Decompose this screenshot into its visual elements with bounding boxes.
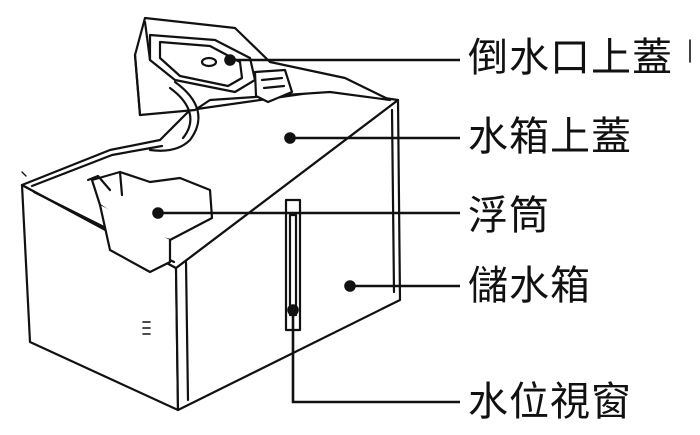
leader-dot-0 — [224, 54, 236, 66]
leader-line-4 — [291, 310, 460, 404]
leader-dot-3 — [344, 280, 356, 292]
label-tank-lid: 水箱上蓋 — [468, 114, 632, 160]
label-water-level-window: 水位視窗 — [468, 379, 632, 425]
label-float: 浮筒 — [468, 193, 550, 239]
label-water-tank: 儲水箱 — [468, 263, 591, 309]
leader-dot-2 — [152, 207, 164, 219]
leader-dot-1 — [284, 132, 296, 144]
leader-dot-4 — [287, 304, 299, 316]
label-pour-spout-lid: 倒水口上蓋 — [468, 35, 673, 81]
